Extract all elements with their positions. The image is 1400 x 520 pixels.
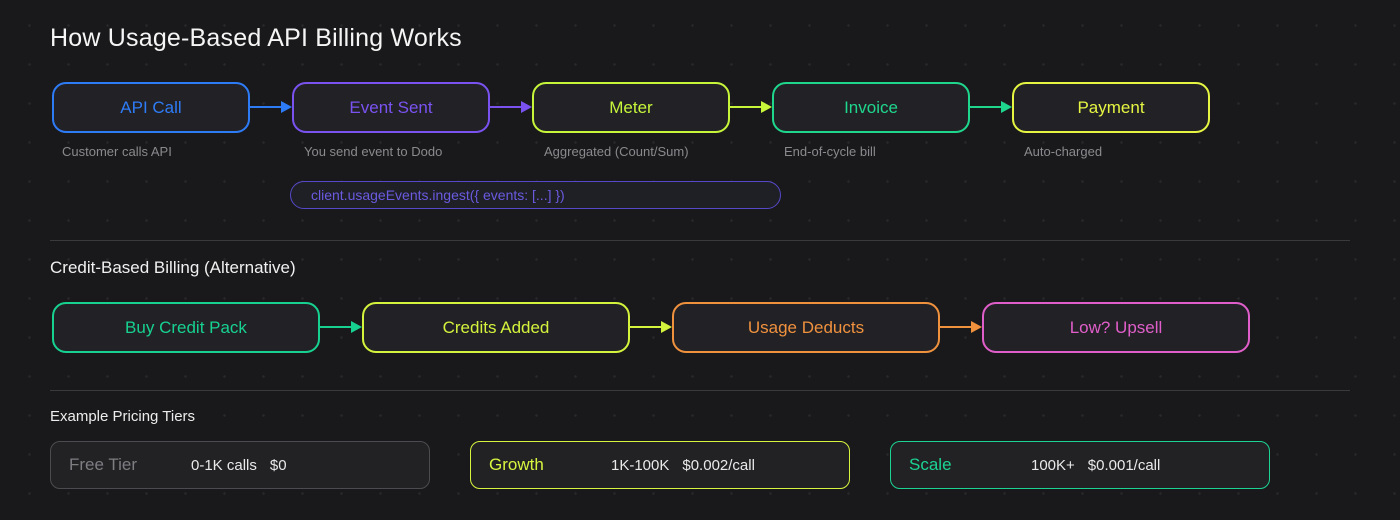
flow-step-payment: Payment (1012, 82, 1210, 133)
pricing-tier-growth: Growth 1K-100K $0.002/call (470, 441, 850, 489)
arrow-right-icon (630, 320, 672, 334)
code-snippet-text: client.usageEvents.ingest({ events: [...… (311, 187, 565, 203)
flow-step-event-sent: Event Sent (292, 82, 490, 133)
flow-step-meter: Meter (532, 82, 730, 133)
tier-range: 0-1K calls (191, 456, 257, 474)
flow-step-buy-credit-pack: Buy Credit Pack (52, 302, 320, 353)
tier-name: Growth (489, 455, 544, 474)
flow-step-label: Event Sent (349, 97, 433, 117)
tier-price: $0.001/call (1087, 456, 1161, 474)
flow-step-label: API Call (120, 97, 182, 117)
section-heading-pricing-tiers: Example Pricing Tiers (50, 408, 196, 425)
step-caption: You send event to Dodo (304, 144, 443, 159)
arrow-right-icon (320, 320, 362, 334)
section-heading-credit-billing: Credit-Based Billing (Alternative) (50, 258, 296, 277)
flow-step-label: Meter (609, 97, 653, 117)
section-divider (50, 240, 1350, 241)
flow-step-label: Usage Deducts (747, 317, 865, 337)
flow-step-credits-added: Credits Added (362, 302, 630, 353)
step-caption: Customer calls API (62, 144, 172, 159)
arrow-right-icon (970, 100, 1012, 114)
code-snippet-box: client.usageEvents.ingest({ events: [...… (290, 181, 781, 209)
pricing-tier-free: Free Tier 0-1K calls $0 (50, 441, 430, 489)
flow-step-api-call: API Call (52, 82, 250, 133)
tier-price: $0 (269, 456, 287, 474)
tier-name: Scale (909, 455, 952, 474)
arrow-right-icon (250, 100, 292, 114)
arrow-right-icon (940, 320, 982, 334)
flow-step-label: Credits Added (442, 317, 550, 337)
arrow-right-icon (490, 100, 532, 114)
flow-step-invoice: Invoice (772, 82, 970, 133)
step-caption: End-of-cycle bill (784, 144, 876, 159)
tier-range: 100K+ (1031, 456, 1075, 474)
flow-step-label: Low? Upsell (1069, 317, 1163, 337)
pricing-tier-scale: Scale 100K+ $0.001/call (890, 441, 1270, 489)
section-divider (50, 390, 1350, 391)
step-caption: Aggregated (Count/Sum) (544, 144, 689, 159)
step-caption: Auto-charged (1024, 144, 1103, 159)
flow-step-label: Invoice (844, 97, 898, 117)
tier-name: Free Tier (69, 455, 138, 474)
arrow-right-icon (730, 100, 772, 114)
flow-step-label: Buy Credit Pack (125, 317, 247, 337)
flow-step-usage-deducts: Usage Deducts (672, 302, 940, 353)
tier-price: $0.002/call (682, 456, 755, 474)
tier-range: 1K-100K (611, 456, 670, 474)
flow-step-low-upsell: Low? Upsell (982, 302, 1250, 353)
page-title: How Usage-Based API Billing Works (50, 24, 462, 52)
flow-step-label: Payment (1077, 97, 1145, 117)
